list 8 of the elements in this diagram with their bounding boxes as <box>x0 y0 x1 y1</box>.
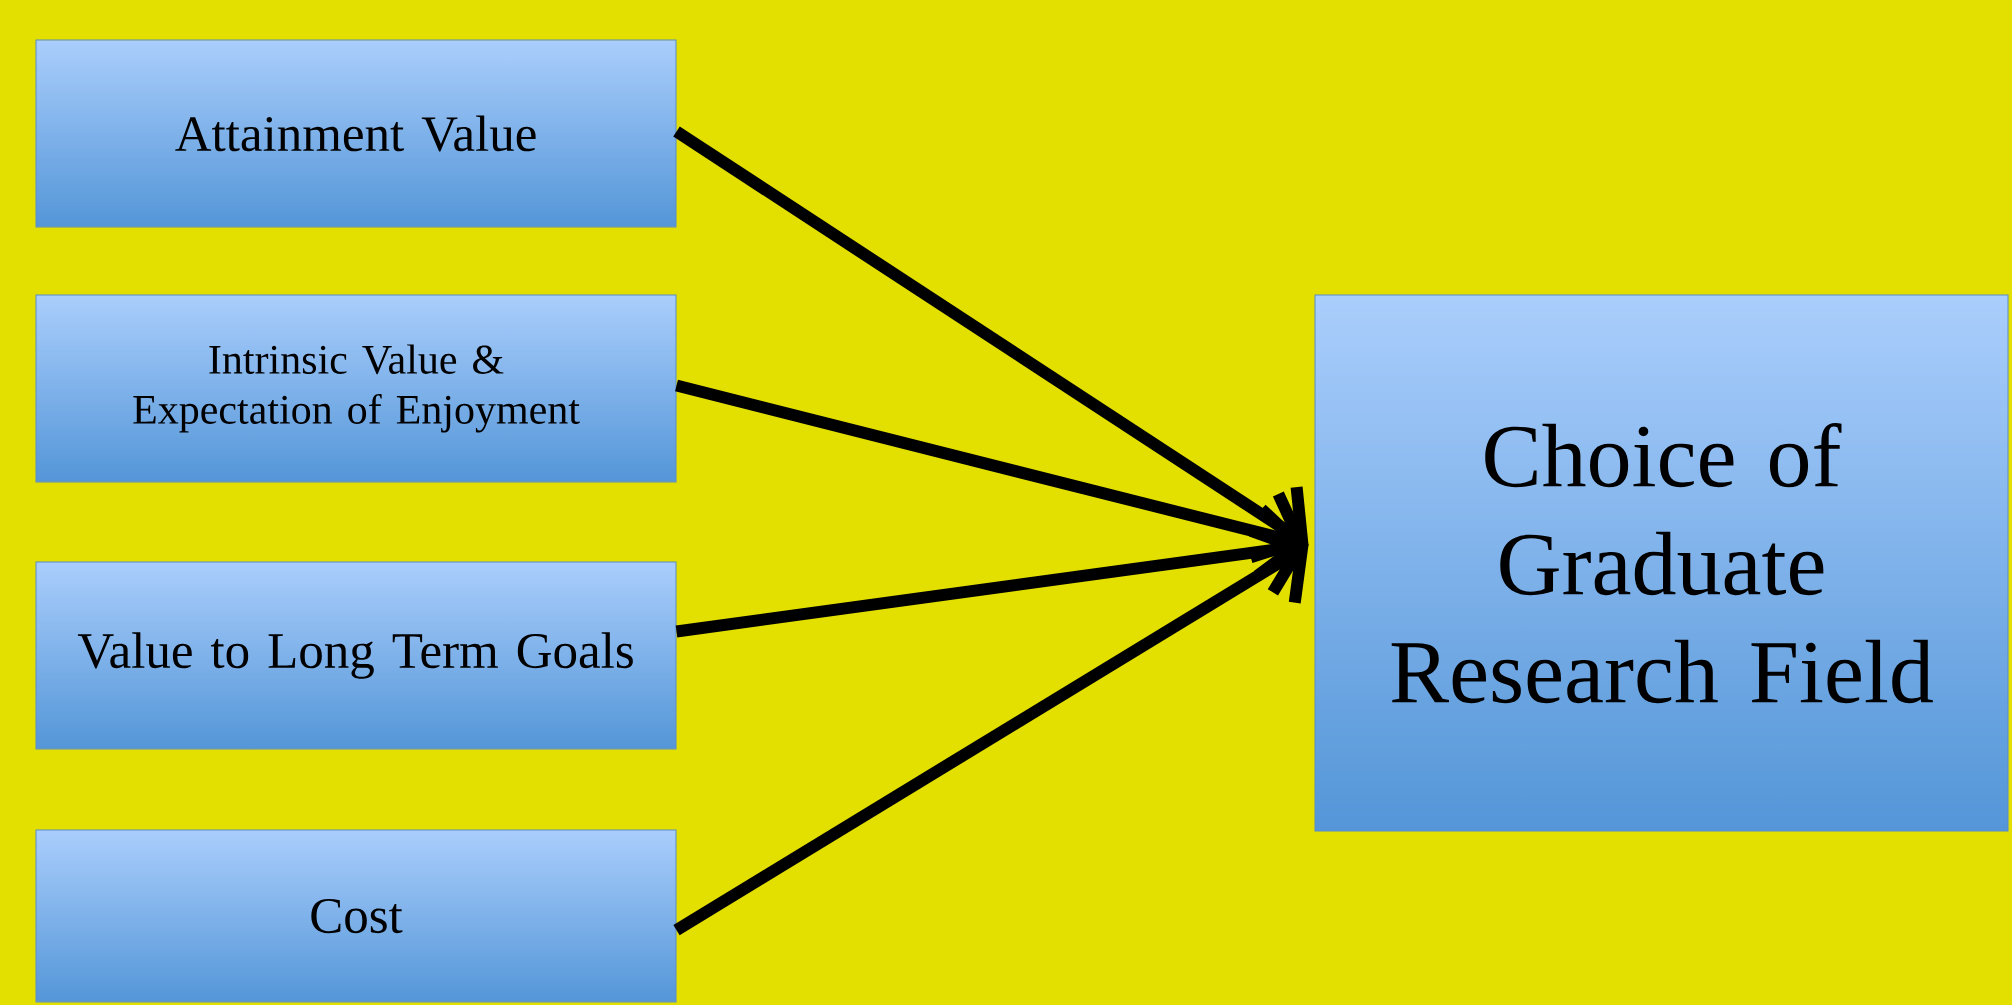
arrow <box>673 126 1309 564</box>
factor-box: Value to Long Term Goals <box>35 561 677 750</box>
factor-box: Cost <box>35 829 677 1003</box>
result-box: Choice of Graduate Research Field <box>1314 294 2009 832</box>
factor-box: Attainment Value <box>35 39 677 228</box>
arrow <box>673 525 1309 936</box>
arrow <box>675 504 1309 638</box>
factor-box: Intrinsic Value & Expectation of Enjoyment <box>35 294 677 483</box>
